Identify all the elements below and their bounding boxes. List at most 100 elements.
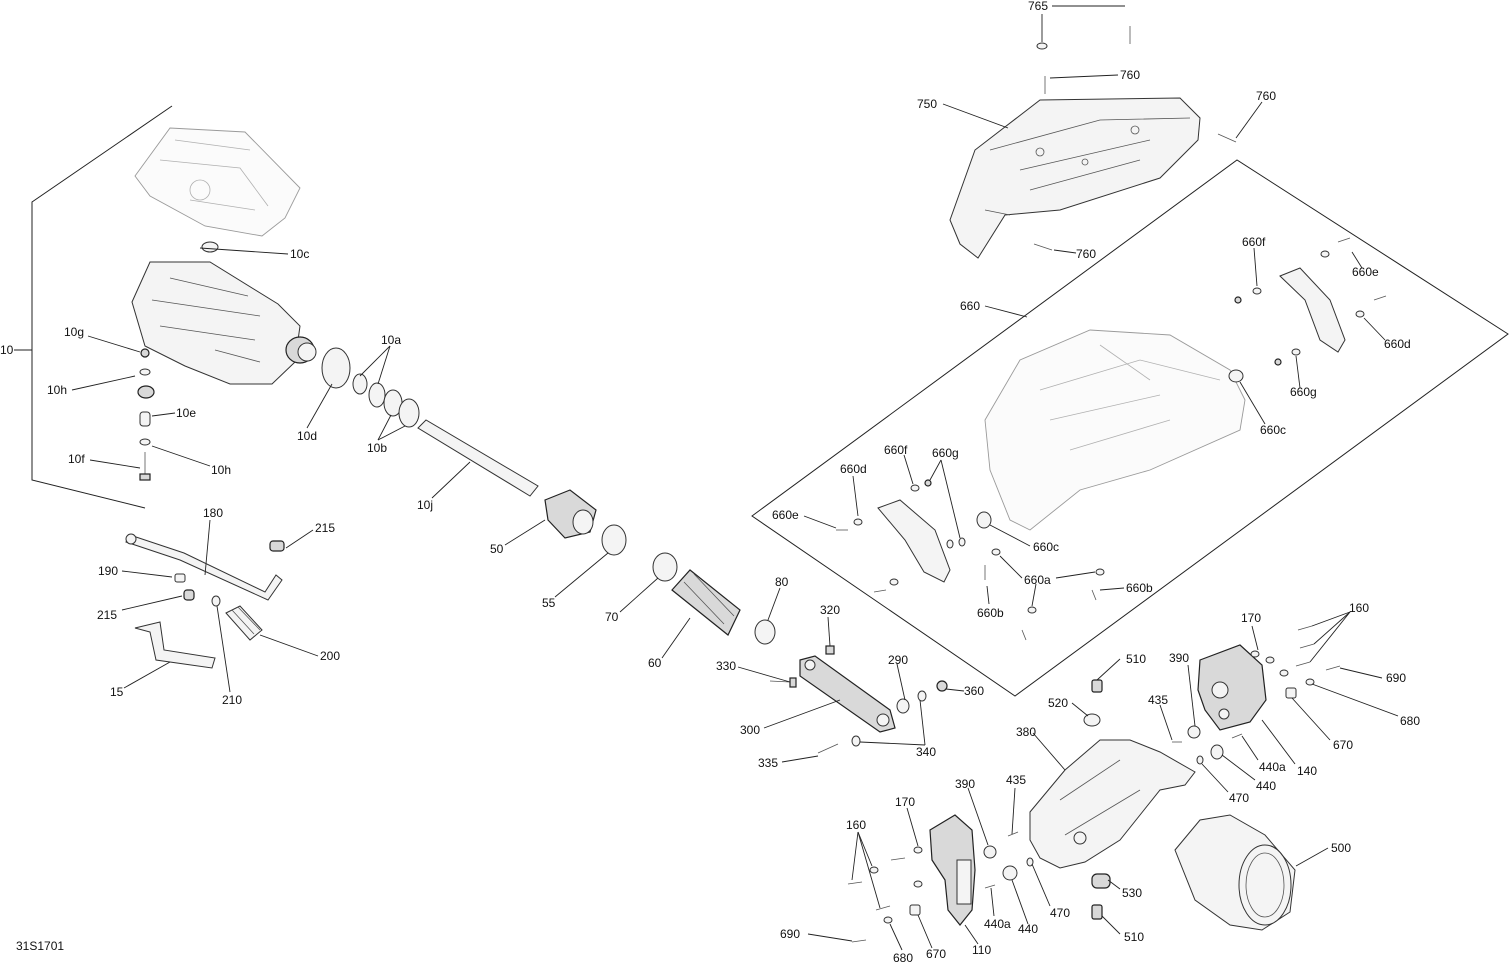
label-160: 160	[1349, 601, 1369, 615]
label-440a: 440a	[984, 917, 1011, 931]
label-80: 80	[775, 575, 789, 589]
label-55: 55	[542, 596, 556, 610]
bolt-510-bottom	[1091, 904, 1103, 920]
label-660g: 660g	[932, 446, 959, 460]
label-660e: 660e	[1352, 265, 1379, 279]
label-750: 750	[917, 97, 937, 111]
label-290: 290	[888, 653, 908, 667]
label-660e: 660e	[772, 508, 799, 522]
label-360: 360	[964, 684, 984, 698]
label-660b: 660b	[1126, 581, 1153, 595]
label-10g: 10g	[64, 325, 84, 339]
label-660c: 660c	[1033, 540, 1059, 554]
o-rings-10b	[383, 389, 420, 428]
hose-200	[225, 605, 263, 641]
label-760: 760	[1256, 89, 1276, 103]
label-180: 180	[203, 506, 223, 520]
supercharger-housing	[131, 261, 317, 385]
label-660a: 660a	[1024, 573, 1051, 587]
label-170: 170	[1241, 611, 1261, 625]
label-510: 510	[1124, 930, 1144, 944]
label-440: 440	[1018, 922, 1038, 936]
label-160: 160	[846, 818, 866, 832]
label-435: 435	[1148, 693, 1168, 707]
bolt-10f	[139, 452, 151, 481]
callout-labels: 765 760 750 760 760 660 660f 660e 660d 6…	[0, 0, 1420, 965]
clamp-80	[754, 619, 776, 645]
bolt-320	[825, 645, 835, 655]
clamp-215-upper	[269, 540, 285, 552]
bracket-380	[1029, 739, 1196, 869]
label-435: 435	[1006, 773, 1026, 787]
hardware-160-bottom	[847, 846, 923, 943]
coupling-50	[544, 489, 597, 539]
clamp-70	[652, 552, 678, 582]
seal-ring-10d	[321, 347, 351, 389]
label-50: 50	[490, 542, 504, 556]
label-380: 380	[1016, 725, 1036, 739]
washer-340-upper	[917, 690, 927, 702]
plate-660-left	[877, 499, 951, 583]
mount-140	[1197, 644, 1267, 731]
leader-lines	[71, 5, 1399, 951]
label-760: 760	[1076, 247, 1096, 261]
label-680: 680	[893, 951, 913, 965]
label-470: 470	[1050, 906, 1070, 920]
support-ghost-660	[984, 329, 1246, 531]
label-10d: 10d	[297, 429, 317, 443]
arm-300	[799, 655, 896, 733]
grommet-530	[1091, 873, 1111, 889]
label-660g: 660g	[1290, 385, 1317, 399]
label-10h: 10h	[47, 383, 67, 397]
label-200: 200	[320, 649, 340, 663]
label-10j: 10j	[417, 498, 433, 512]
label-10a: 10a	[381, 333, 401, 347]
label-440a: 440a	[1259, 760, 1286, 774]
label-660d: 660d	[840, 462, 867, 476]
washer-765	[1036, 42, 1048, 50]
screw-760-c	[1217, 133, 1237, 143]
label-660d: 660d	[1384, 337, 1411, 351]
label-660c: 660c	[1260, 423, 1286, 437]
breather-tube-180	[125, 533, 283, 601]
label-335: 335	[758, 756, 778, 770]
label-70: 70	[605, 610, 619, 624]
nut-360	[936, 680, 948, 692]
label-660b: 660b	[977, 606, 1004, 620]
label-170: 170	[895, 795, 915, 809]
label-210: 210	[222, 693, 242, 707]
label-760: 760	[1120, 68, 1140, 82]
hardware-510-520-435-390-top	[1083, 679, 1243, 765]
label-690: 690	[1386, 671, 1406, 685]
label-215: 215	[315, 521, 335, 535]
label-340: 340	[916, 745, 936, 759]
label-660: 660	[960, 299, 980, 313]
clamp-55	[601, 524, 627, 556]
supercharger-cover-ghost	[134, 127, 301, 237]
fitting-190	[174, 573, 186, 583]
label-60: 60	[648, 656, 662, 670]
label-510: 510	[1126, 652, 1146, 666]
cover-750	[949, 97, 1201, 259]
screw-760-d	[1033, 243, 1053, 251]
o-rings-10a	[352, 373, 386, 408]
label-670: 670	[926, 947, 946, 961]
washer-10h-upper	[139, 368, 151, 376]
label-660f: 660f	[884, 443, 908, 457]
group-bracket-10	[14, 105, 173, 509]
label-520: 520	[1048, 696, 1068, 710]
label-330: 330	[716, 659, 736, 673]
nut-10g	[140, 348, 150, 358]
hardware-660	[836, 237, 1387, 641]
bracket-110	[929, 814, 976, 926]
bolt-330	[769, 677, 797, 688]
washer-10h-lower	[139, 438, 151, 446]
figure-code: 31S1701	[16, 939, 64, 953]
label-10f: 10f	[68, 452, 85, 466]
label-320: 320	[820, 603, 840, 617]
label-390: 390	[1169, 651, 1189, 665]
label-110: 110	[972, 943, 991, 957]
label-670: 670	[1333, 738, 1353, 752]
label-10c: 10c	[290, 247, 309, 261]
